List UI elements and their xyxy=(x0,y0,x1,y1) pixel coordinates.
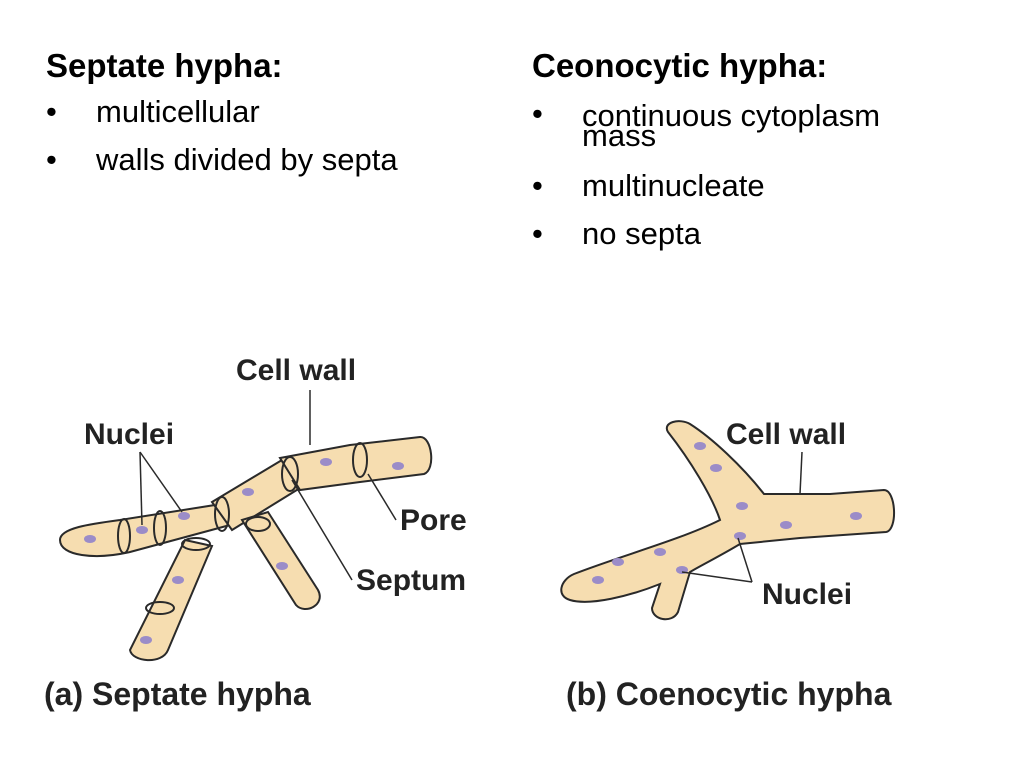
coenocytic-bullet-list: continuous cytoplasm mass multinucleate … xyxy=(532,96,880,262)
septate-bullet-item: multicellular xyxy=(46,92,398,140)
coenocytic-hypha-body xyxy=(560,420,896,621)
nucleus xyxy=(694,442,706,450)
nucleus xyxy=(850,512,862,520)
leader-line xyxy=(681,571,753,583)
leader-line xyxy=(139,451,183,513)
nucleus xyxy=(172,576,184,584)
label-cell-wall-b: Cell wall xyxy=(726,418,846,451)
leader-line xyxy=(799,451,803,495)
bullet-line-2: mass xyxy=(582,118,657,153)
nucleus xyxy=(612,558,624,566)
nucleus xyxy=(140,636,152,644)
septate-heading: Septate hypha: xyxy=(46,47,283,84)
nuclei-dots xyxy=(84,458,404,644)
septum xyxy=(245,516,271,532)
septum xyxy=(214,496,230,532)
nucleus xyxy=(392,462,404,470)
nucleus xyxy=(736,502,748,510)
hypha-segment xyxy=(278,436,433,492)
leader-line xyxy=(367,473,397,521)
septate-hypha-illustration xyxy=(58,436,433,662)
septum xyxy=(153,510,167,546)
septate-bullet-list: multicellular walls divided by septa xyxy=(46,92,398,188)
hypha-segment xyxy=(240,510,321,610)
bullet-line-1: continuous cytoplasm xyxy=(582,98,881,133)
nucleus xyxy=(178,512,190,520)
label-cell-wall-a: Cell wall xyxy=(236,354,356,387)
coenocytic-bullet-item: no septa xyxy=(532,214,880,262)
septate-bullet-item: walls divided by septa xyxy=(46,140,398,188)
septum xyxy=(181,537,211,551)
septa xyxy=(117,442,368,615)
coenocytic-bullet-item: multinucleate xyxy=(532,166,880,214)
nucleus xyxy=(734,532,746,540)
septate-leader-lines xyxy=(139,390,397,581)
label-pore: Pore xyxy=(400,504,467,537)
leader-line xyxy=(139,451,143,526)
leader-line xyxy=(291,479,353,581)
coenocytic-leader-lines xyxy=(681,451,803,583)
nucleus xyxy=(276,562,288,570)
caption-b: (b) Coenocytic hypha xyxy=(566,676,892,712)
hypha-segment xyxy=(128,538,214,662)
nucleus xyxy=(654,548,666,556)
label-nuclei-a: Nuclei xyxy=(84,418,174,451)
septum xyxy=(352,442,368,478)
coenocytic-hypha-illustration xyxy=(560,420,896,621)
septum xyxy=(145,601,175,615)
coenocytic-bullet-item: continuous cytoplasm mass xyxy=(532,96,880,166)
coenocytic-heading: Ceonocytic hypha: xyxy=(532,47,828,84)
nucleus xyxy=(84,535,96,543)
leader-line xyxy=(737,537,753,583)
nucleus xyxy=(320,458,332,466)
label-nuclei-b: Nuclei xyxy=(762,578,852,611)
septum xyxy=(281,456,299,492)
nucleus xyxy=(592,576,604,584)
septum xyxy=(117,518,131,554)
nucleus xyxy=(710,464,722,472)
nucleus xyxy=(780,521,792,529)
caption-a: (a) Septate hypha xyxy=(44,676,311,712)
label-septum: Septum xyxy=(356,564,466,597)
nucleus xyxy=(136,526,148,534)
nucleus xyxy=(242,488,254,496)
